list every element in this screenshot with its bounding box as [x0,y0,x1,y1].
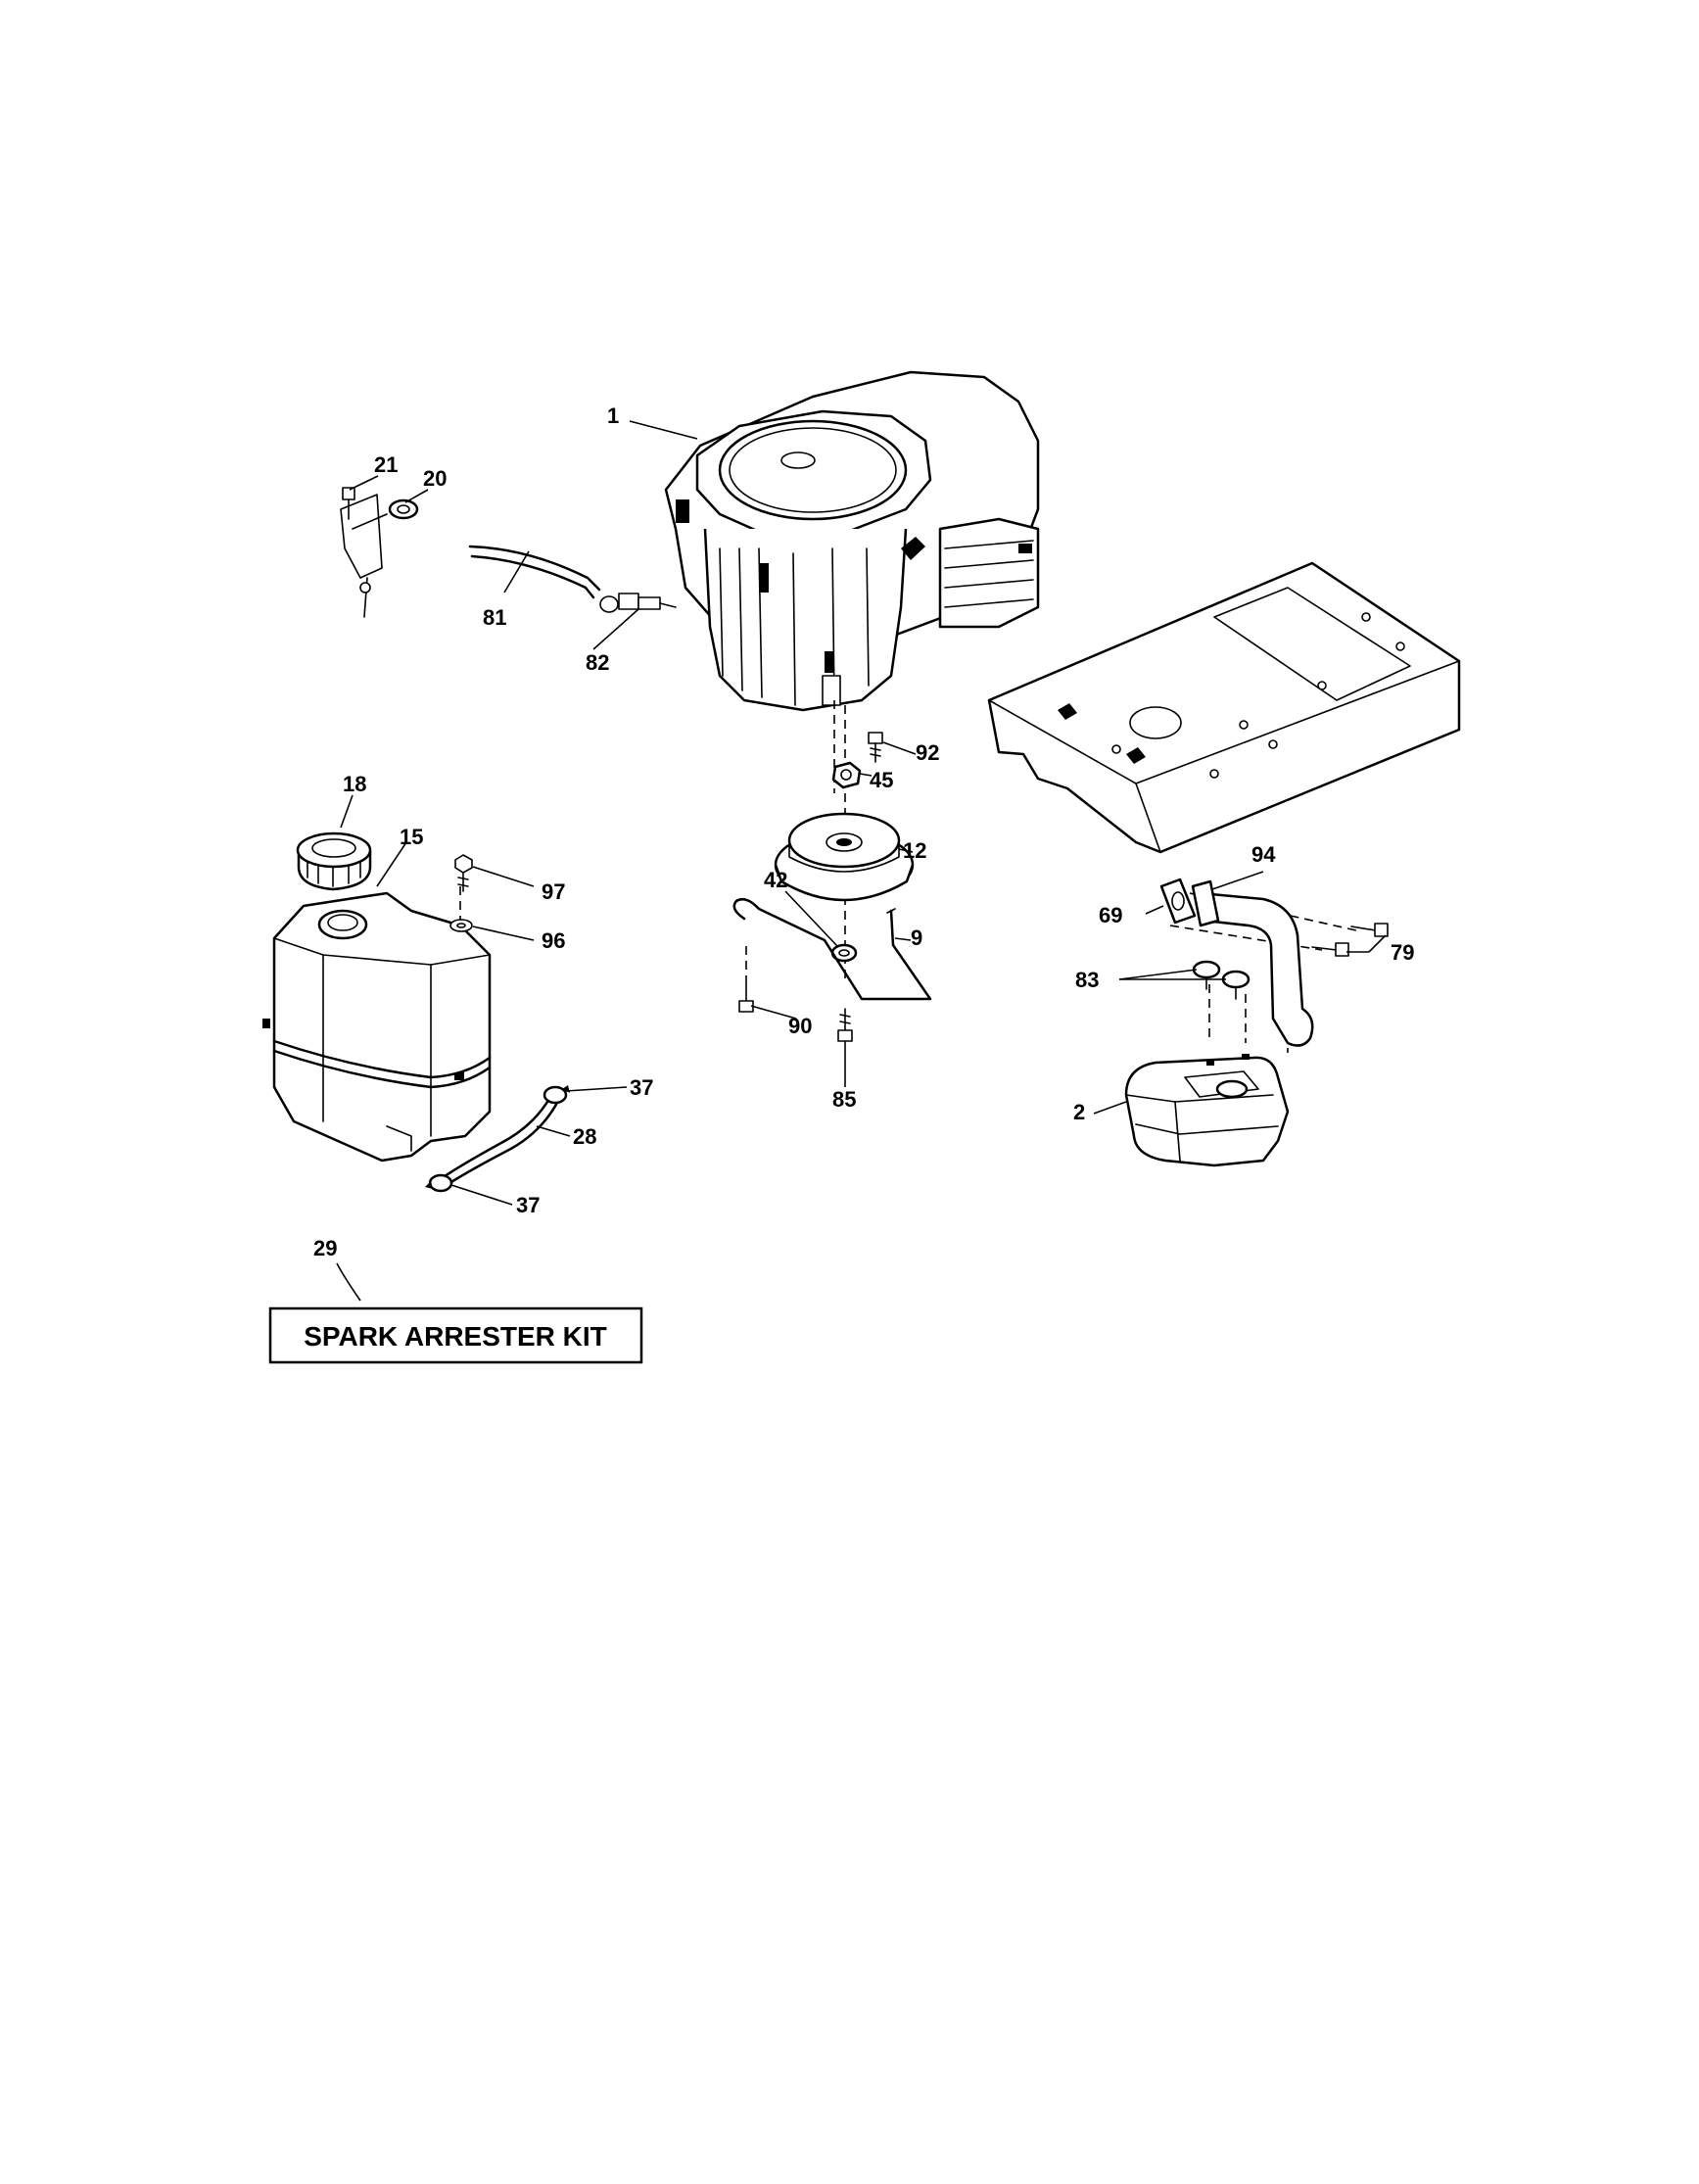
fuel-cap-18-part[interactable] [296,831,372,891]
bolt-90-part[interactable] [738,983,754,1013]
callout-83: 83 [1075,968,1099,992]
callout-1: 1 [607,404,619,428]
fuel-line-28-part[interactable] [437,1095,560,1187]
callout-20: 20 [423,466,447,491]
spark-arrester-kit-label: SPARK ARRESTER KIT [304,1321,607,1352]
callout-81: 81 [483,605,506,630]
callout-94: 94 [1251,842,1276,867]
bolt-21-part[interactable] [342,487,355,520]
fuel-filter-82-part[interactable] [599,593,677,613]
callout-15: 15 [400,825,423,849]
callout-85: 85 [832,1087,856,1112]
callout-79: 79 [1391,940,1414,965]
bolt-97-part[interactable] [454,854,473,892]
bolt-79-lower-part[interactable] [1311,942,1349,957]
callout-90: 90 [788,1014,812,1038]
pulley-12-part[interactable] [774,812,915,902]
callout-97: 97 [542,879,565,904]
callout-92: 92 [916,740,939,765]
callout-96: 96 [542,928,565,953]
callout-37-lower: 37 [516,1193,540,1217]
callout-29: 29 [313,1236,337,1260]
callout-9: 9 [911,926,922,950]
callout-42: 42 [764,868,787,892]
bolt-83-left-part[interactable] [1192,960,1221,990]
hose-clamp-37-lower-part[interactable] [425,1173,453,1193]
fuel-tank-15-part[interactable] [262,891,492,1163]
callout-18: 18 [343,772,366,796]
bolt-92-part[interactable] [868,732,883,763]
bolt-79-upper-part[interactable] [1350,923,1389,937]
callout-28: 28 [573,1124,596,1149]
throttle-bracket-part[interactable] [340,494,388,618]
bracket-rod-9-part[interactable] [732,898,932,1001]
bolt-85-part[interactable] [837,1008,853,1042]
knob-20-part[interactable] [388,499,419,520]
muffler-2-part[interactable] [1124,1054,1290,1167]
callout-2: 2 [1073,1100,1085,1124]
callout-21: 21 [374,452,398,477]
callout-37-upper: 37 [630,1075,653,1100]
exhaust-pipe-94-part[interactable] [1191,879,1314,1047]
callout-12: 12 [903,838,926,863]
washer-96-part[interactable] [449,919,473,932]
fuel-hose-81-part[interactable] [468,545,601,599]
callout-69: 69 [1099,903,1122,927]
hose-clamp-37-upper-part[interactable] [543,1085,570,1105]
nut-45-part[interactable] [831,761,862,789]
bolt-83-right-part[interactable] [1221,970,1251,1000]
exhaust-gasket-69-part[interactable] [1159,878,1197,925]
spark-arrester-kit-box[interactable]: SPARK ARRESTER KIT [268,1306,643,1364]
callout-45: 45 [870,768,893,792]
chassis-plate-part[interactable] [987,561,1461,854]
callout-82: 82 [586,650,609,675]
engine-part[interactable] [664,370,1040,712]
